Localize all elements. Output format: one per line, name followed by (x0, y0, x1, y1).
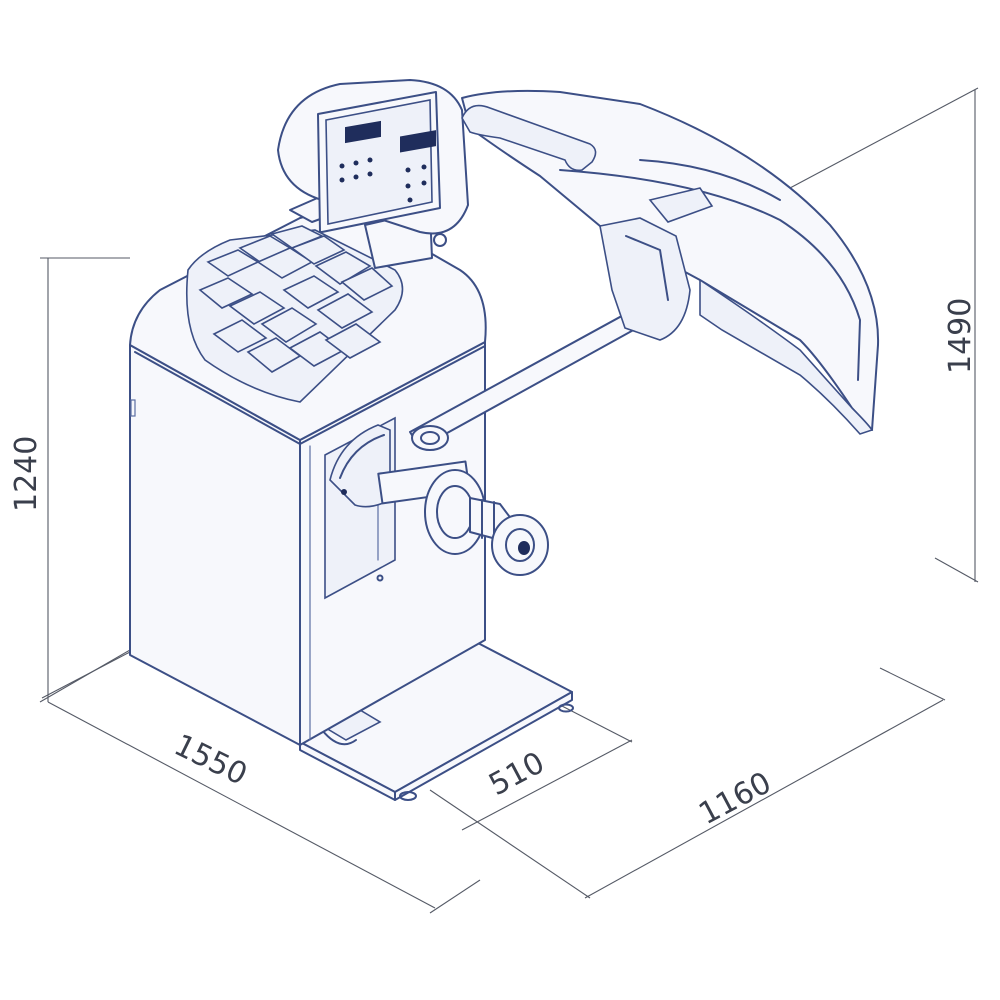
dim-510: 510 (483, 745, 550, 803)
display-console (277, 79, 469, 269)
dimension-lines (39, 87, 979, 914)
weight-tray (129, 211, 487, 445)
left-display (345, 120, 381, 144)
wheel-guard-hood (409, 89, 880, 449)
control-buttons (339, 157, 427, 203)
base-plate (299, 641, 574, 801)
right-display (400, 130, 436, 153)
dim-1550: 1550 (168, 728, 252, 793)
balancer-shaft (329, 424, 549, 576)
dim-1240: 1240 (9, 436, 44, 512)
dim-1160: 1160 (693, 765, 777, 832)
dim-1490: 1490 (943, 298, 978, 374)
